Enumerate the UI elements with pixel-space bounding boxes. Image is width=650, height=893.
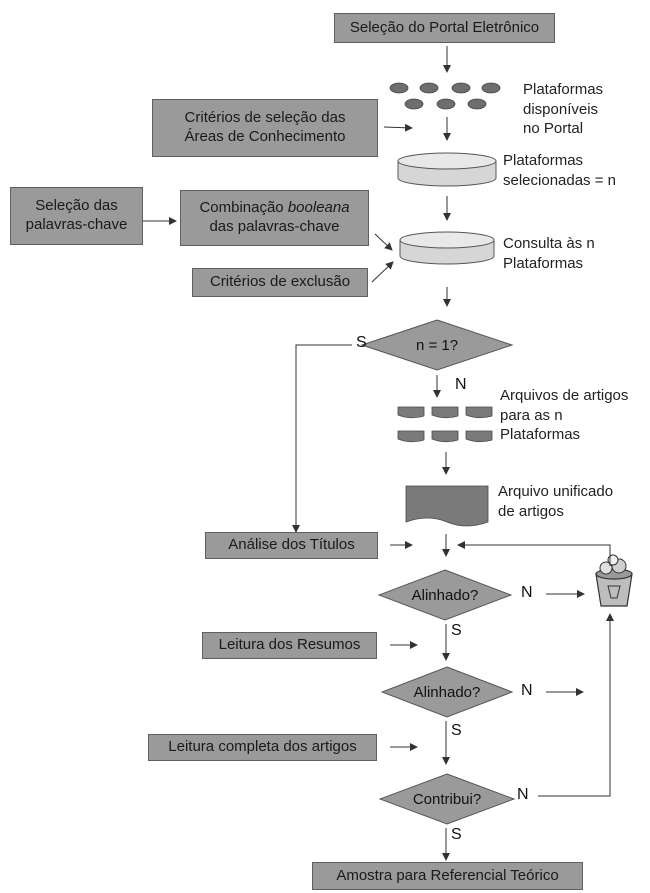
leitura-completa-box: Leitura completa dos artigos bbox=[148, 734, 377, 761]
alinhado2-no-mark: N bbox=[521, 682, 533, 699]
exclusao-text: Critérios de exclusão bbox=[209, 273, 351, 291]
plataformas-selecionadas-label: Plataformas selecionadas = n bbox=[503, 151, 616, 190]
unified-file-icon bbox=[405, 485, 489, 527]
palavras-line2: palavras-chave bbox=[25, 216, 128, 233]
combinacao-line2: das palavras-chave bbox=[209, 218, 340, 235]
criterios-line1: Critérios de seleção das bbox=[184, 109, 346, 127]
label-line: Plataformas bbox=[503, 254, 584, 272]
combinacao-line1: Combinação booleana bbox=[199, 199, 349, 218]
ellipse-platform-icon bbox=[389, 82, 501, 110]
alinhado1-yes-mark: S bbox=[451, 622, 462, 639]
arquivo-unificado-label: Arquivo unificado de artigos bbox=[498, 482, 613, 521]
contribui-yes-mark: S bbox=[451, 826, 462, 843]
decision-alinhado2-text: Alinhado? bbox=[413, 683, 481, 701]
decision-n1-text: n = 1? bbox=[415, 336, 459, 354]
label-line: Consulta às n bbox=[503, 235, 595, 252]
amostra-text: Amostra para Referencial Teórico bbox=[336, 866, 559, 884]
database-cylinder-icon bbox=[399, 231, 495, 265]
database-cylinder-icon bbox=[397, 152, 497, 187]
label-line: Arquivos de artigos bbox=[500, 387, 629, 404]
alinhado2-yes-mark: S bbox=[451, 722, 462, 739]
label-line: para as n bbox=[500, 406, 563, 424]
decision-n1-shape bbox=[360, 319, 514, 371]
plataformas-disponiveis-label: Plataformas disponíveis no Portal bbox=[523, 80, 603, 139]
palavras-line1: Seleção das bbox=[35, 197, 118, 215]
decision-alinhado2-shape bbox=[380, 666, 514, 718]
consulta-plataformas-label: Consulta às n Plataformas bbox=[503, 234, 595, 273]
leitura-resumos-box: Leitura dos Resumos bbox=[202, 632, 377, 659]
document-card-icon bbox=[397, 406, 493, 443]
portal-selection-text: Seleção do Portal Eletrônico bbox=[349, 18, 540, 36]
n1-no-mark: N bbox=[455, 376, 467, 393]
label-line: no Portal bbox=[523, 120, 584, 137]
n1-yes-mark: S bbox=[356, 334, 367, 351]
label-line: Plataformas bbox=[500, 426, 581, 443]
criterios-exclusao-box: Critérios de exclusão bbox=[192, 268, 368, 297]
resumos-text: Leitura dos Resumos bbox=[218, 636, 361, 654]
alinhado1-no-mark: N bbox=[521, 584, 533, 601]
label-line: Plataformas bbox=[503, 152, 584, 169]
palavras-chave-box: Seleção das palavras-chave bbox=[10, 187, 143, 245]
label-line: de artigos bbox=[498, 502, 564, 520]
portal-selection-box: Seleção do Portal Eletrônico bbox=[334, 13, 555, 43]
titulos-text: Análise dos Títulos bbox=[228, 536, 355, 554]
contribui-no-mark: N bbox=[517, 786, 529, 803]
recycle-bin-icon bbox=[595, 554, 633, 607]
label-line: Plataformas bbox=[523, 81, 604, 98]
decision-alinhado1-shape bbox=[377, 569, 513, 621]
criterios-areas-box: Critérios de seleção das Áreas de Conhec… bbox=[152, 99, 378, 157]
combinacao-pre: Combinação bbox=[199, 199, 288, 217]
combinacao-italic: booleana bbox=[287, 199, 350, 217]
decision-alinhado1-text: Alinhado? bbox=[411, 586, 479, 604]
label-line: disponíveis bbox=[523, 100, 599, 118]
amostra-referencial-box: Amostra para Referencial Teórico bbox=[312, 862, 583, 890]
completa-text: Leitura completa dos artigos bbox=[168, 738, 357, 756]
combinacao-booleana-box: Combinação booleana das palavras-chave bbox=[180, 190, 369, 246]
analise-titulos-box: Análise dos Títulos bbox=[205, 532, 378, 559]
decision-contribui-shape bbox=[378, 773, 516, 825]
label-line: Arquivo unificado bbox=[498, 483, 614, 500]
label-line: selecionadas = n bbox=[503, 171, 616, 189]
arquivos-artigos-label: Arquivos de artigos para as n Plataforma… bbox=[500, 386, 628, 445]
criterios-line2: Áreas de Conhecimento bbox=[184, 128, 346, 145]
decision-contribui-text: Contribui? bbox=[412, 790, 482, 808]
